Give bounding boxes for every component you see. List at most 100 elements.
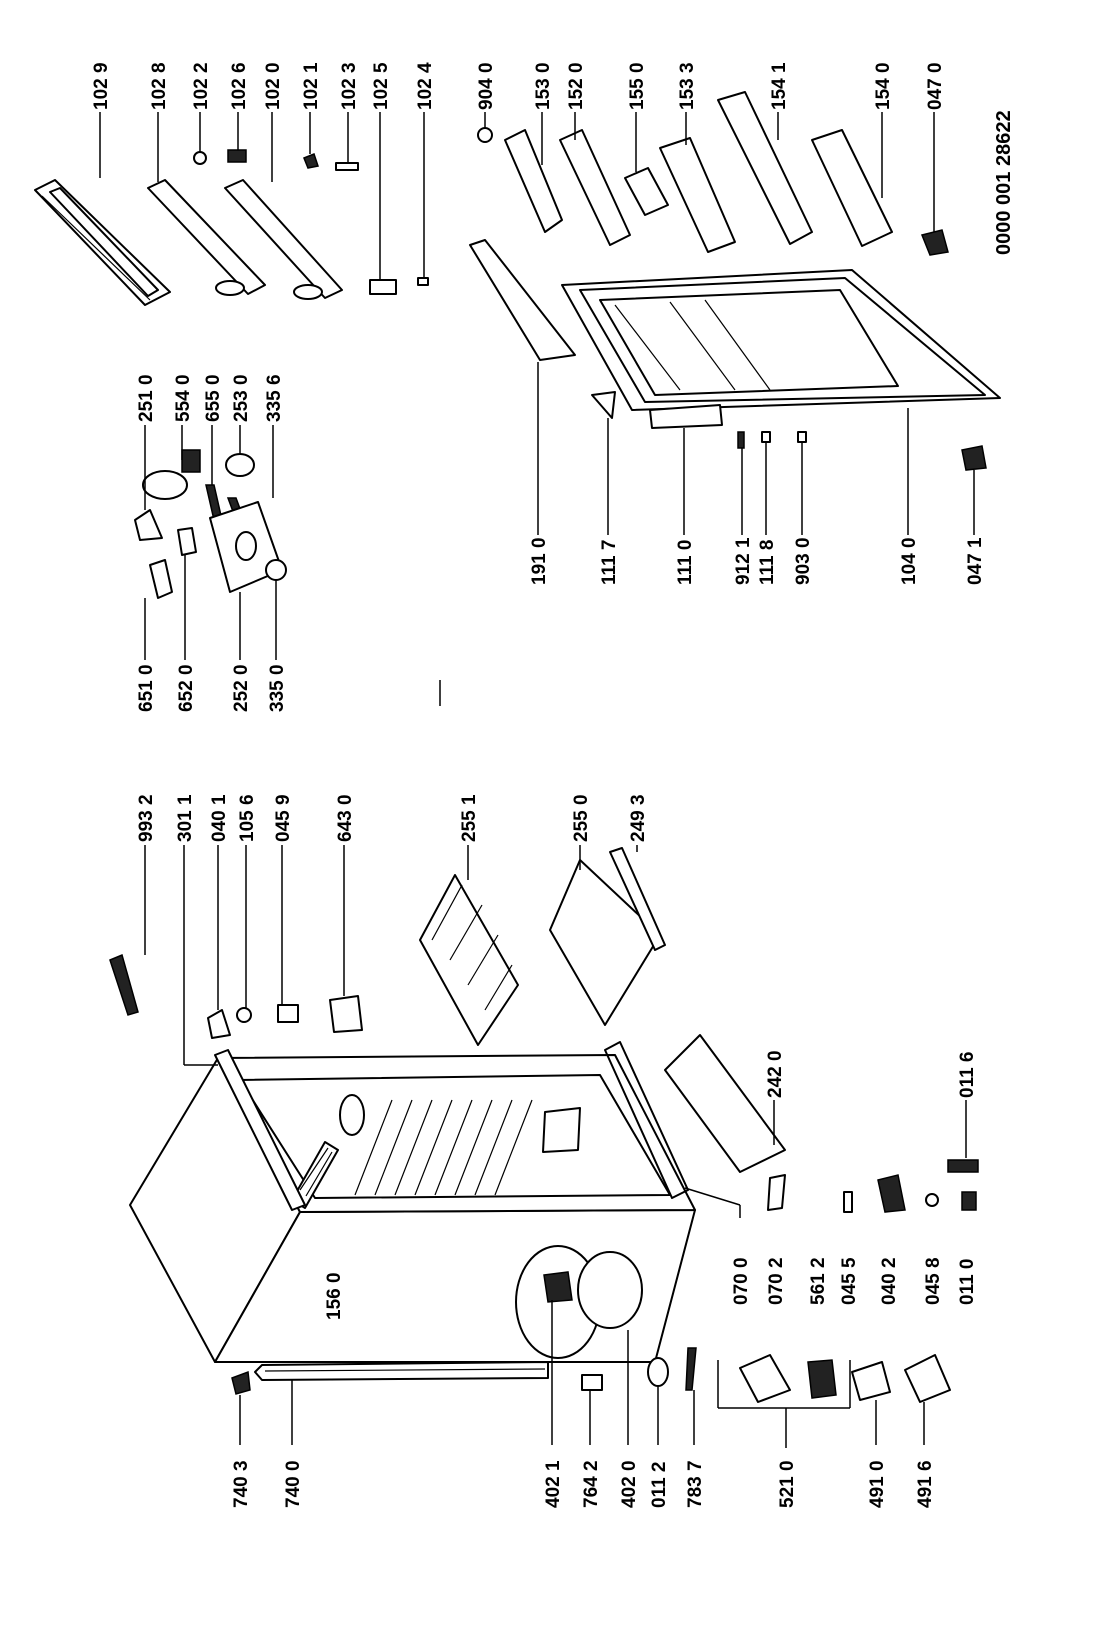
label-1541: 154 1 [769,62,790,110]
label-1910: 191 0 [529,537,550,585]
part-7403-icon [231,1370,251,1395]
shelf-and-parts-group [109,845,786,1173]
part-9030-icon [797,431,807,443]
label-1028: 102 8 [149,62,170,110]
label-0700: 070 0 [731,1257,752,1305]
label-1023: 102 3 [339,62,360,110]
part-1029-icon [34,179,171,306]
part-1118-icon [761,431,771,443]
label-1110: 111 0 [675,540,696,585]
label-9030: 903 0 [793,537,814,585]
label-0401: 040 1 [209,794,230,842]
part-6510-icon [149,559,173,599]
control-group [134,425,441,706]
label-5210: 521 0 [777,1460,798,1508]
part-2493-icon [609,847,666,951]
compressor-icon [515,1245,643,1359]
label-0112: 011 2 [649,1462,670,1509]
part-4916-icon [904,1354,951,1403]
door-bin-group [477,91,949,256]
part-1023-icon [335,162,359,171]
label-1056: 105 6 [237,794,258,842]
part-9932-icon [109,953,139,1016]
label-2493: 249 3 [628,794,649,842]
part-1530-icon [504,129,563,233]
label-0702: 070 2 [766,1257,787,1305]
label-0455: 045 5 [839,1257,860,1305]
electrical-group [239,1300,951,1448]
part-1040-icon [561,269,1001,411]
part-4021-icon [543,1271,573,1303]
label-0402: 040 2 [879,1257,900,1305]
part-1024-icon [417,277,429,286]
door-group [469,239,1001,535]
label-5612: 561 2 [808,1257,829,1305]
label-6550: 655 0 [203,374,224,422]
label-1021: 102 1 [301,62,322,110]
label-7837: 783 7 [685,1460,706,1508]
part-2530-icon [225,453,255,477]
part-1117-icon [591,391,616,419]
label-1026: 102 6 [229,62,250,110]
part-1056-icon [236,1007,252,1023]
label-1022: 102 2 [191,62,212,110]
label-6510: 651 0 [136,664,157,712]
label-7642: 764 2 [581,1460,602,1508]
part-5210-icon [739,1354,791,1403]
label-3356: 335 6 [264,374,285,422]
label-4916: 491 6 [915,1460,936,1508]
part-0458-icon [925,1193,939,1207]
part-1026-icon [227,149,247,163]
label-2520: 252 0 [231,664,252,712]
part-5540-icon [142,470,188,500]
label-7403: 740 3 [231,1460,252,1508]
part-2510-icon [134,509,163,541]
part-0110-icon [961,1191,977,1211]
label-6430: 643 0 [335,794,356,842]
label-1540: 154 0 [873,62,894,110]
label-1029: 102 9 [91,62,112,110]
part-1022-icon [193,151,207,165]
label-7400: 740 0 [283,1460,304,1508]
part-0116-icon [947,1159,979,1173]
part-1540-icon [811,129,893,247]
part-2420-icon [664,1034,786,1173]
part-1020-icon [224,179,343,300]
document-code: 0000 001 28622 [993,110,1015,255]
label-2551: 255 1 [459,794,480,842]
part-7837-icon [685,1347,697,1391]
label-4020: 402 0 [619,1460,640,1508]
label-0471: 047 1 [965,537,986,585]
part-0702-icon [767,1174,786,1211]
part-1550-icon [624,167,669,216]
hinge-feet-group [684,1100,979,1218]
part-0459-icon [277,1004,299,1023]
part-2550-icon [549,859,661,1026]
part-3350-icon [265,559,287,581]
label-0470: 047 0 [925,62,946,110]
shelf-group-102 [34,112,429,306]
part-0401-icon [207,1009,231,1039]
label-4021: 402 1 [543,1460,564,1508]
part-0112-icon [647,1357,669,1387]
label-1118: 111 8 [757,540,778,585]
label-5540: 554 0 [173,374,194,422]
label-2530: 253 0 [231,374,252,422]
label-1530: 153 0 [533,62,554,110]
label-1020: 102 0 [263,62,284,110]
part-1110-icon [649,404,723,429]
label-0459: 045 9 [273,794,294,842]
part-3011-icon [214,1049,306,1211]
part-1028-icon [147,179,266,296]
label-3011: 301 1 [175,794,196,842]
part-1541-icon [717,91,813,245]
part-0402-icon [877,1174,906,1213]
part-5612-icon [807,1359,837,1399]
label-2420: 242 0 [765,1050,786,1098]
labels: 102 9 102 8 102 2 102 6 102 0 102 1 102 … [91,62,1015,1508]
label-1560: 156 0 [324,1272,345,1320]
label-1025: 102 5 [371,62,392,110]
label-1024: 102 4 [415,62,436,110]
